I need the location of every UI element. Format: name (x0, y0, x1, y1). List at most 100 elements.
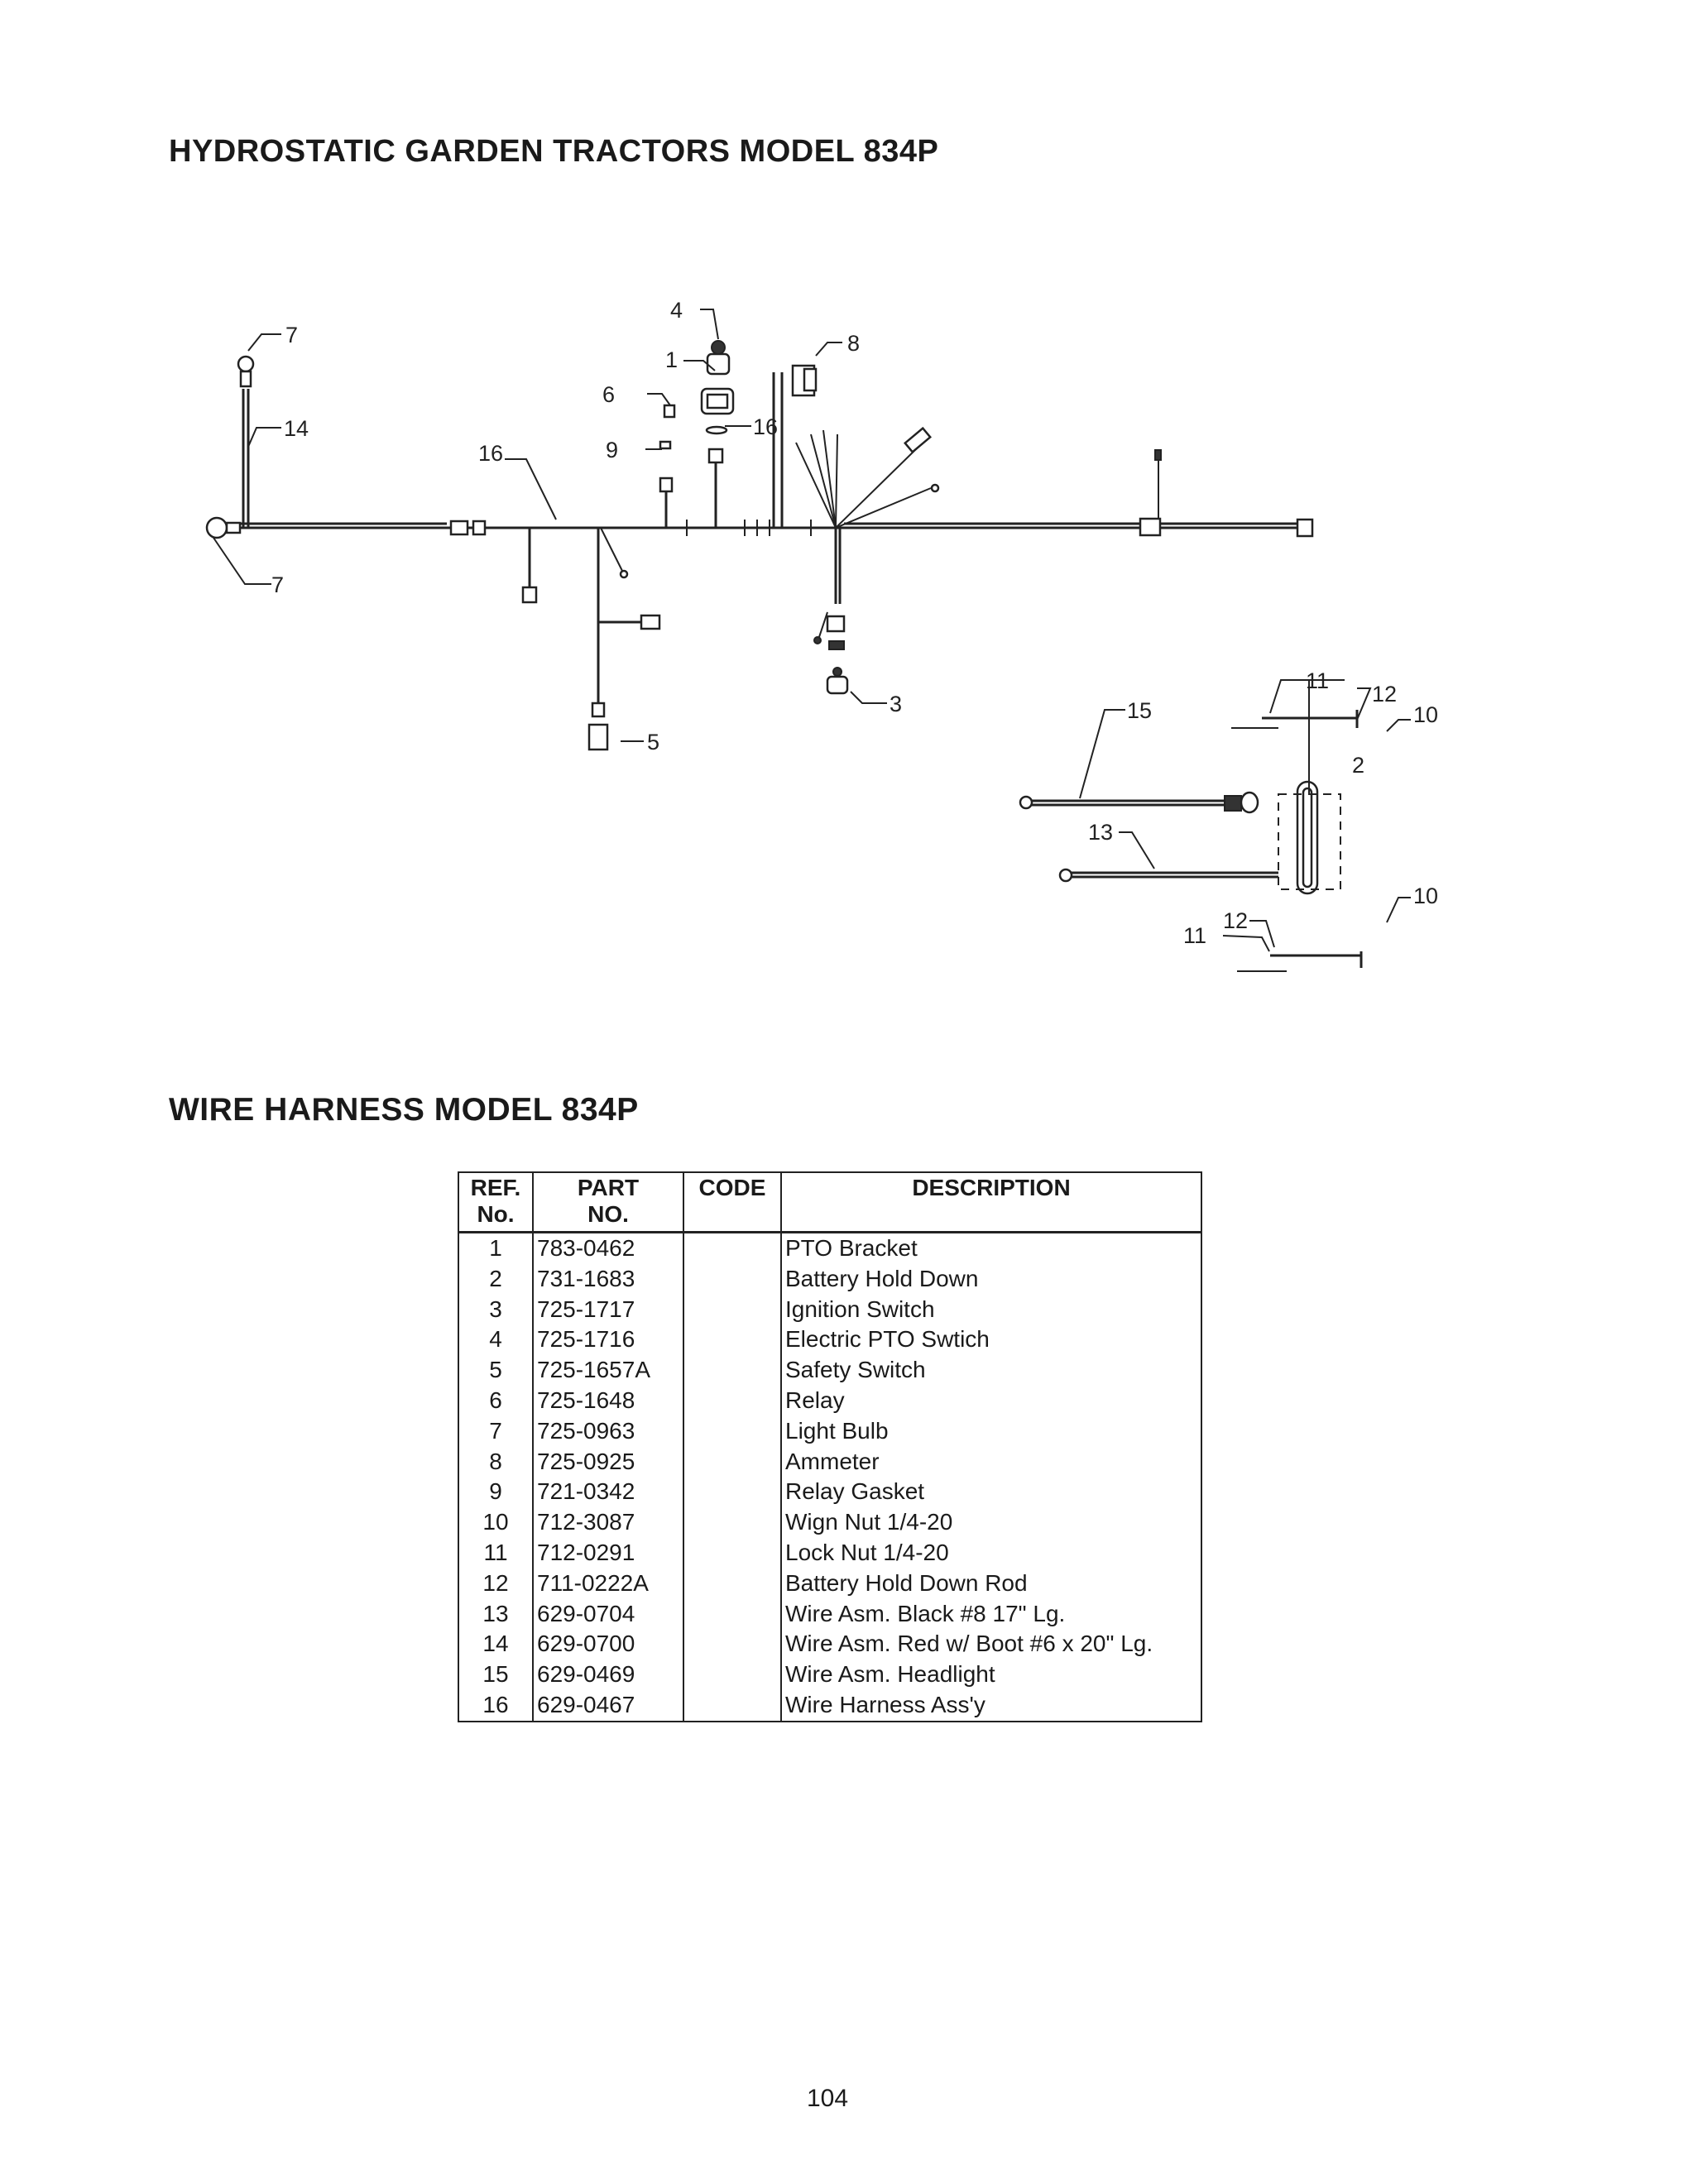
ref-cell: 2 (458, 1263, 534, 1295)
code-cell (683, 1385, 782, 1416)
ref-cell: 7 (458, 1415, 534, 1447)
part-no-cell: 721-0342 (532, 1477, 684, 1508)
callout-3: 3 (890, 692, 902, 716)
ref-cell: 3 (458, 1294, 534, 1325)
callout-11: 11 (1183, 923, 1206, 948)
callout-leaders (213, 309, 1411, 952)
header-code: CODE (683, 1171, 782, 1233)
callout-labels: 7 14 7 16 6 9 1 4 16 8 3 5 15 13 11 12 2… (271, 298, 1438, 948)
description-cell: Ammeter (780, 1446, 1202, 1478)
description-cell: Relay (780, 1385, 1202, 1416)
diagram-title: HYDROSTATIC GARDEN TRACTORS MODEL 834P (169, 134, 939, 169)
code-cell (683, 1660, 782, 1690)
callout-12: 12 (1223, 908, 1248, 933)
wiring-diagram: 7 14 7 16 6 9 1 4 16 8 3 5 15 13 11 12 2… (205, 298, 1438, 972)
code-cell (683, 1355, 782, 1386)
callout-15: 14 (284, 416, 309, 441)
code-cell (683, 1477, 782, 1508)
part-no-cell: 725-0925 (532, 1446, 684, 1478)
description-cell: Wire Asm. Red w/ Boot #6 x 20" Lg. (780, 1629, 1202, 1660)
callout-7: 7 (271, 572, 284, 597)
callout-12: 12 (1372, 682, 1397, 706)
part-no-cell: 712-0291 (532, 1537, 684, 1569)
code-cell (683, 1294, 782, 1325)
part-no-cell: 711-0222A (532, 1568, 684, 1599)
description-cell: Safety Switch (780, 1355, 1202, 1386)
callout-16: 16 (753, 414, 778, 439)
part-no-cell: 629-0469 (532, 1660, 684, 1690)
ref-cell: 16 (458, 1689, 534, 1722)
part-no-cell: 725-1657A (532, 1355, 684, 1386)
description-cell: Battery Hold Down (780, 1263, 1202, 1295)
code-cell (683, 1629, 782, 1660)
description-cell: Lock Nut 1/4-20 (780, 1537, 1202, 1569)
ref-cell: 1 (458, 1232, 534, 1264)
code-cell (683, 1598, 782, 1630)
description-cell: Ignition Switch (780, 1294, 1202, 1325)
callout-1: 1 (665, 347, 678, 372)
code-cell (683, 1689, 782, 1722)
battery-hold-down-assembly (1019, 710, 1363, 972)
callout-16: 16 (478, 441, 503, 466)
ref-cell: 9 (458, 1477, 534, 1508)
code-cell (683, 1446, 782, 1478)
harness-branches (521, 372, 784, 751)
ref-cell: 13 (458, 1598, 534, 1630)
code-cell (683, 1263, 782, 1295)
description-cell: Wire Asm. Headlight (780, 1660, 1202, 1690)
junction-fan (795, 426, 940, 695)
part-no-cell: 629-0467 (532, 1689, 684, 1722)
code-cell (683, 1568, 782, 1599)
part-no-cell: 629-0700 (532, 1629, 684, 1660)
ref-cell: 6 (458, 1385, 534, 1416)
callout-4: 4 (670, 298, 683, 323)
description-cell: Wire Asm. Black #8 17" Lg. (780, 1598, 1202, 1630)
part-no-cell: 731-1683 (532, 1263, 684, 1295)
description-cell: Battery Hold Down Rod (780, 1568, 1202, 1599)
ref-cell: 14 (458, 1629, 534, 1660)
callout-13: 13 (1088, 820, 1113, 845)
main-harness (240, 449, 1314, 538)
code-cell (683, 1537, 782, 1569)
code-cell (683, 1507, 782, 1538)
callout-14: 15 (1127, 698, 1152, 723)
callout-6: 6 (602, 382, 615, 407)
header-description: DESCRIPTION (780, 1171, 1202, 1233)
description-cell: Light Bulb (780, 1415, 1202, 1447)
part-no-cell: 725-1648 (532, 1385, 684, 1416)
ref-cell: 15 (458, 1660, 534, 1690)
ref-cell: 12 (458, 1568, 534, 1599)
ammeter (791, 364, 818, 397)
callout-2: 2 (1352, 753, 1364, 778)
callout-11: 11 (1306, 668, 1329, 693)
page-number: 104 (807, 2085, 849, 2112)
code-cell (683, 1324, 782, 1356)
description-cell: Relay Gasket (780, 1477, 1202, 1508)
header-ref: REF.No. (458, 1171, 534, 1233)
description-cell: Wire Harness Ass'y (780, 1689, 1202, 1722)
part-no-cell: 629-0704 (532, 1598, 684, 1630)
code-cell (683, 1415, 782, 1447)
part-no-cell: 725-0963 (532, 1415, 684, 1447)
ref-cell: 10 (458, 1507, 534, 1538)
description-cell: Wign Nut 1/4-20 (780, 1507, 1202, 1538)
headlight-assembly (205, 355, 255, 539)
callout-10: 10 (1413, 884, 1438, 908)
